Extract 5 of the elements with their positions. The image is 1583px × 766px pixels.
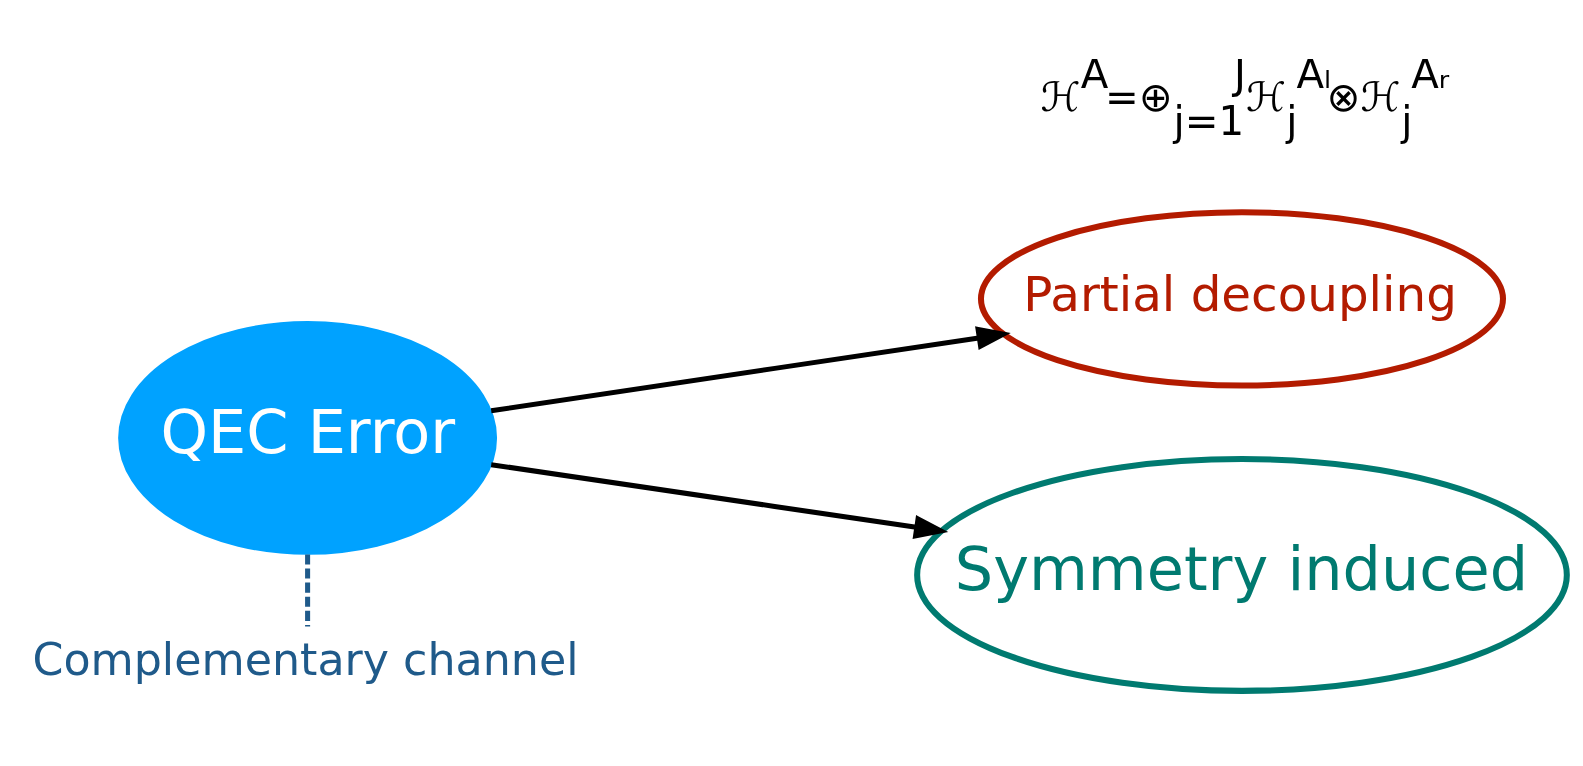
arrow [490, 461, 949, 539]
connector [305, 553, 311, 627]
node-text: Complementary channel [32, 633, 579, 685]
node-ellipse: QEC Error [118, 320, 498, 555]
arrow [490, 325, 1011, 413]
